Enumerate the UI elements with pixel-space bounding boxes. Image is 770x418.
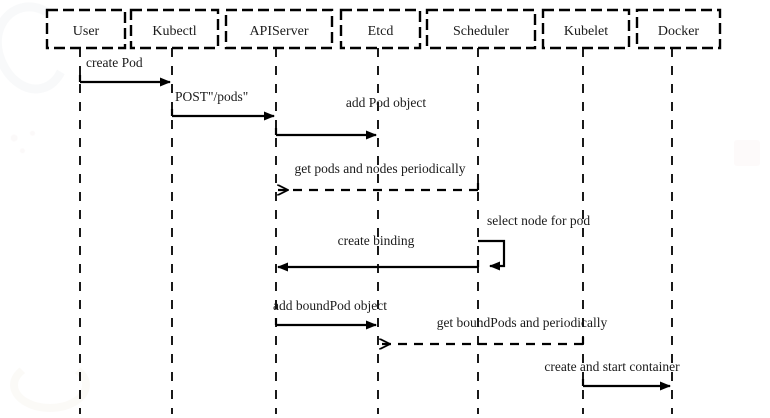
participant-docker[interactable]: Docker [635, 8, 722, 414]
message-label-m6: create binding [338, 233, 415, 248]
message-label-m2: POST"/pods" [175, 89, 248, 104]
message-m1[interactable]: create Pod [78, 55, 171, 87]
message-label-m9: create and start container [544, 359, 680, 374]
participant-label-apiserver: APIServer [249, 24, 308, 39]
message-m4[interactable]: get pods and nodes periodically [278, 161, 480, 190]
message-m2[interactable]: POST"/pods" [170, 89, 275, 121]
message-m8[interactable]: get boundPods and periodically [380, 315, 608, 344]
message-m7[interactable]: add boundPod object [273, 298, 387, 330]
message-label-m5: select node for pod [487, 213, 590, 228]
participant-box-docker [635, 8, 722, 50]
message-m3[interactable]: add Pod object [274, 95, 426, 140]
participant-label-kubectl: Kubectl [152, 24, 196, 39]
message-arrow-m5 [478, 239, 506, 271]
participant-apiserver[interactable]: APIServer [224, 8, 334, 414]
message-label-m7: add boundPod object [273, 298, 387, 313]
message-label-m3: add Pod object [346, 95, 426, 110]
message-label-m8: get boundPods and periodically [437, 315, 608, 330]
message-m5[interactable]: select node for pod [478, 213, 590, 271]
participant-label-user: User [73, 24, 100, 39]
participant-layer: User Kubectl APIServer Etcd Scheduler Kubelet… [45, 8, 722, 414]
message-label-m4: get pods and nodes periodically [295, 161, 466, 176]
participant-box-kubectl [129, 8, 220, 50]
participant-label-scheduler: Scheduler [453, 24, 509, 39]
participant-label-docker: Docker [658, 24, 700, 39]
participant-box-kubelet [541, 8, 631, 50]
message-m6[interactable]: create binding [277, 233, 480, 272]
participant-box-apiserver [224, 8, 334, 50]
participant-kubelet[interactable]: Kubelet [541, 8, 631, 414]
participant-kubectl[interactable]: Kubectl [129, 8, 220, 414]
participant-box-etcd [339, 8, 422, 50]
participant-label-kubelet: Kubelet [564, 24, 608, 39]
message-label-m1: create Pod [86, 55, 143, 70]
participant-scheduler[interactable]: Scheduler [425, 8, 537, 414]
participant-user[interactable]: User [45, 8, 127, 414]
participant-etcd[interactable]: Etcd [339, 8, 422, 414]
participant-label-etcd: Etcd [368, 24, 394, 39]
message-m9[interactable]: create and start container [544, 359, 680, 391]
participant-box-user [45, 8, 127, 50]
participant-box-scheduler [425, 8, 537, 50]
